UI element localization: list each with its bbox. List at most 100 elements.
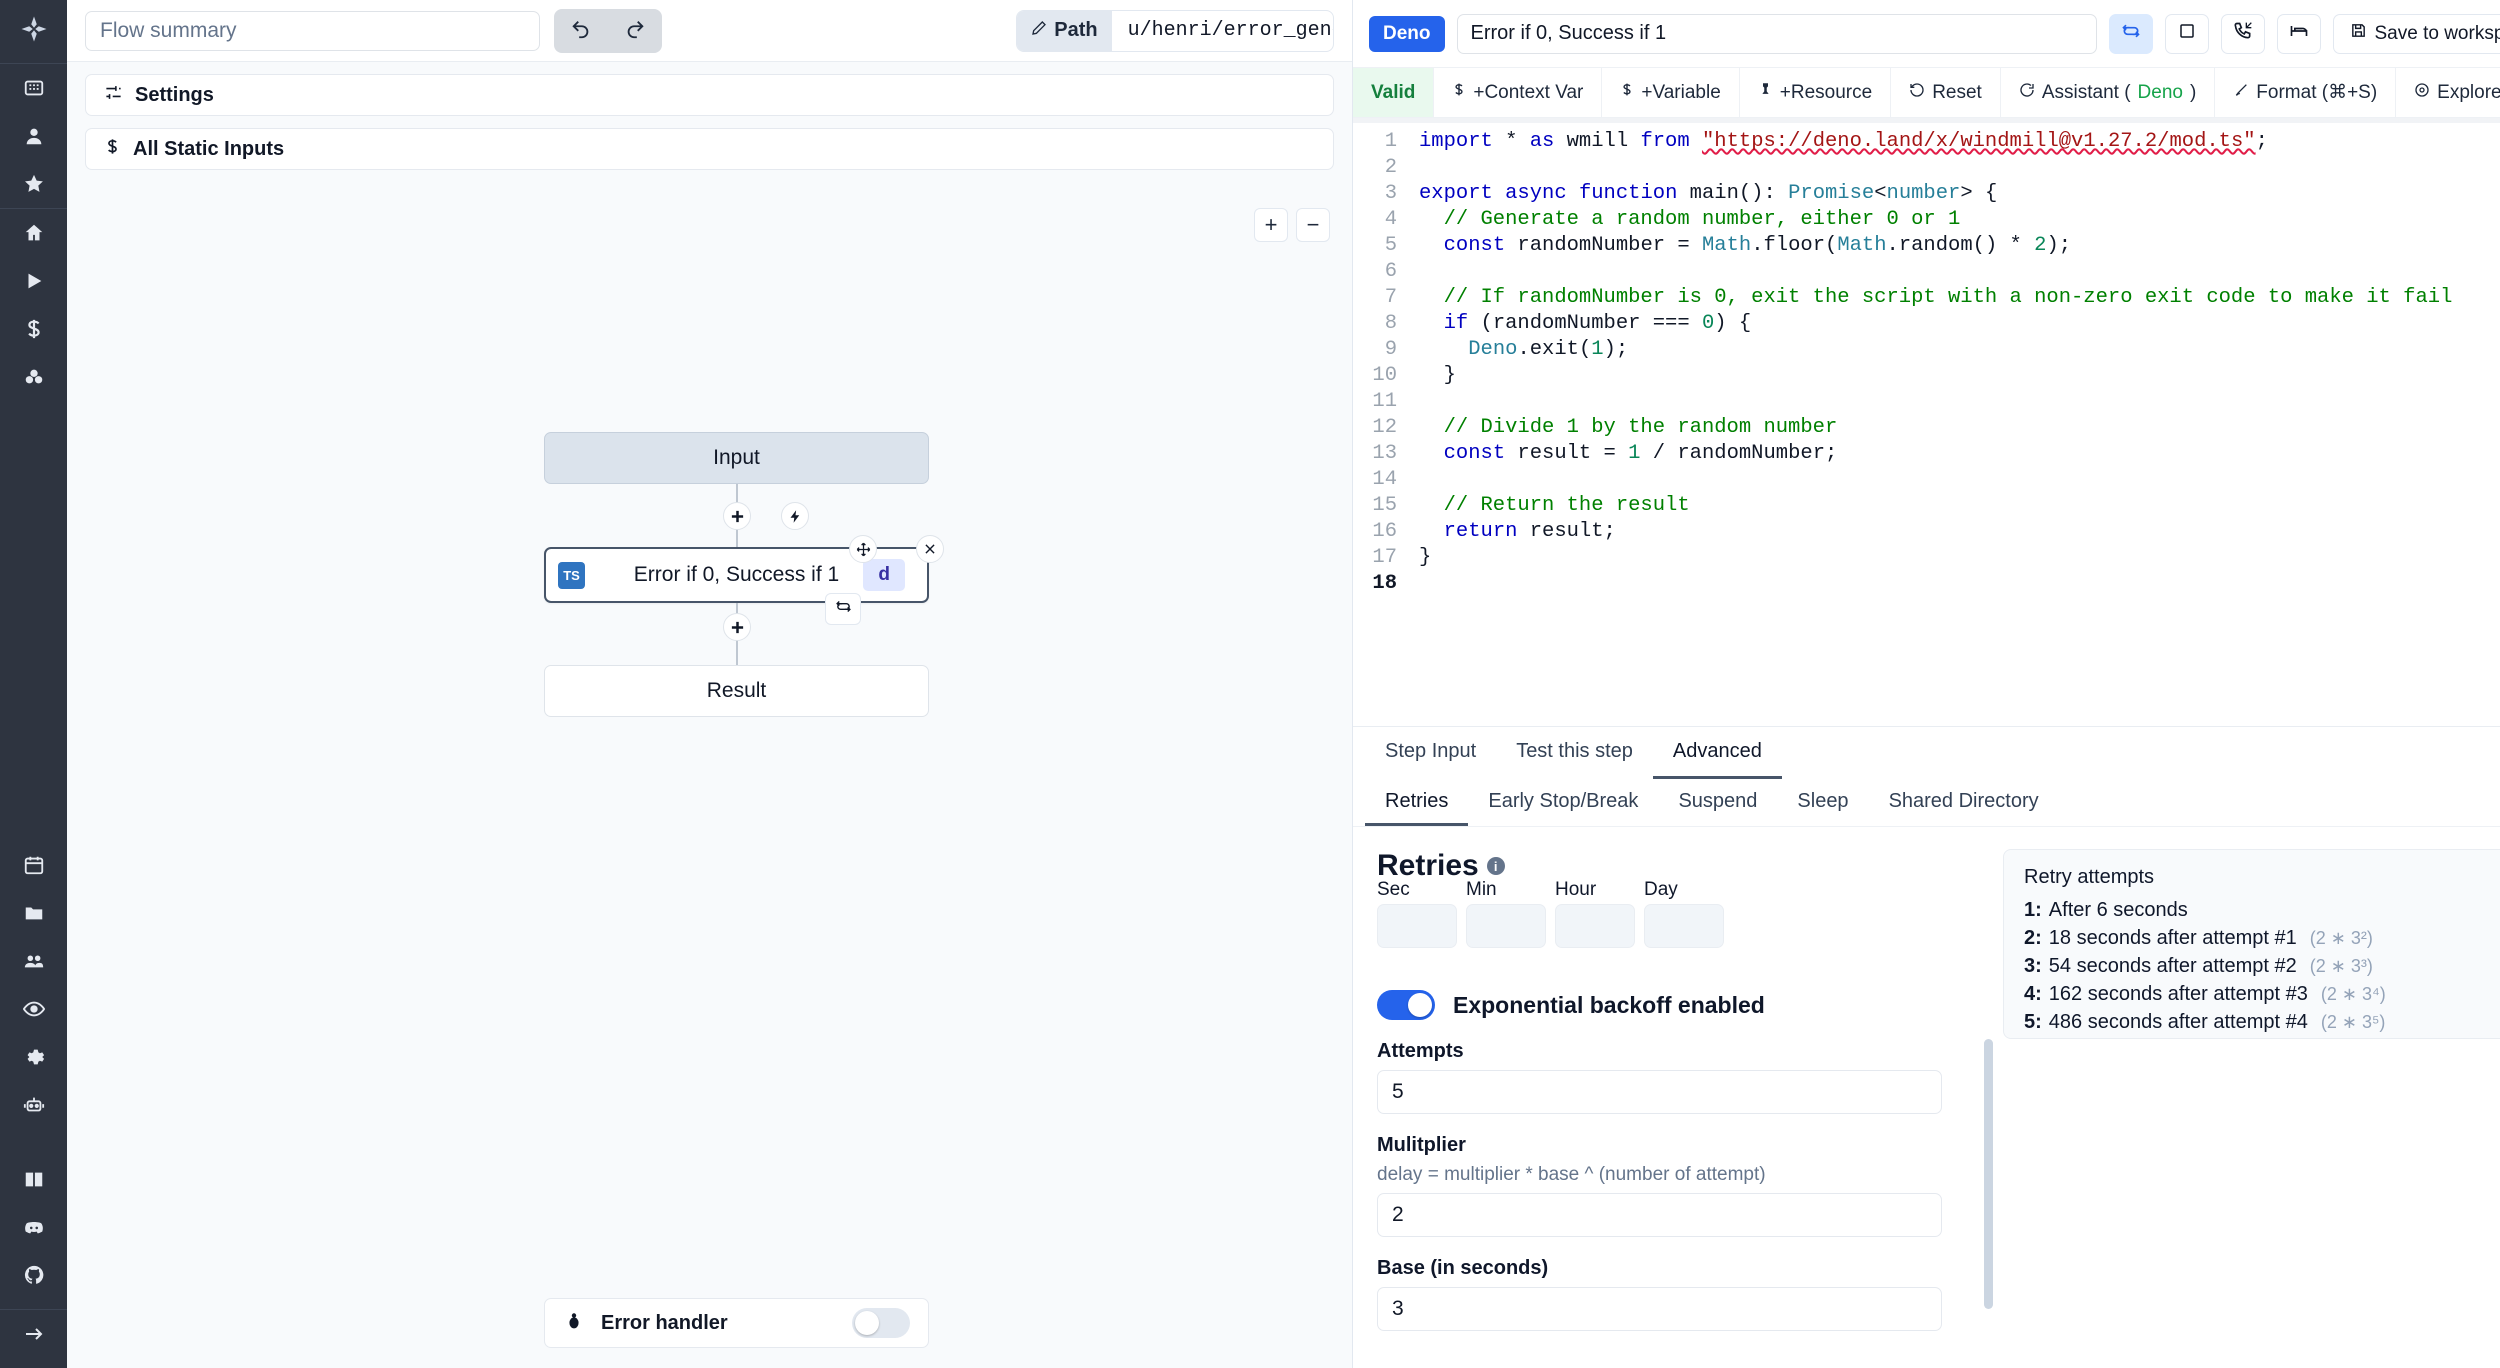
flow-summary-input[interactable] [85,10,541,51]
code-line[interactable]: // Generate a random number, either 0 or… [1419,208,1961,231]
tab-sleep[interactable]: Sleep [1797,789,1849,812]
retry-attempt-text: 162 seconds after attempt #3 [2048,983,2308,1005]
add-step-below-button[interactable] [723,613,751,641]
code-line[interactable] [1419,155,2500,181]
path-label-badge: Path [1017,10,1112,51]
step-retry-indicator-button[interactable] [825,593,861,625]
code-line[interactable]: import * as wmill from "https://deno.lan… [1419,130,2268,153]
schedules-calendar-icon [23,854,45,876]
windmill-logo-icon[interactable] [19,14,49,49]
code-line[interactable]: // If randomNumber is 0, exit the script… [1419,286,2453,309]
retry-settings-button[interactable] [2108,13,2153,54]
dollar-icon [104,137,121,162]
sidebar-item-schedules[interactable] [0,841,67,889]
path-field[interactable]: Path u/henri/error_generator [1016,9,1334,52]
code-line[interactable]: const result = 1 / randomNumber; [1443,442,1838,465]
sidebar-item-favorites[interactable] [0,160,67,208]
code-line[interactable]: // Divide 1 by the random number [1419,416,1838,439]
add-step-above-button[interactable] [723,502,751,530]
folders-icon [23,902,45,924]
code-line[interactable]: Deno.exit(1); [1468,338,1629,361]
line-number: 6 [1384,260,1397,283]
code-line[interactable]: // Return the result [1419,494,1690,517]
save-to-workspace-button[interactable]: Save to workspace [2332,13,2500,54]
code-line[interactable] [1419,259,2500,285]
unit-sec-input[interactable] [1377,904,1457,948]
settings-section-header[interactable]: Settings [85,74,1334,116]
assistant-button[interactable]: Assistant (Deno) [2001,68,2216,117]
all-static-inputs-header[interactable]: All Static Inputs [85,128,1334,170]
base-input[interactable] [1377,1287,1942,1331]
sidebar-item-discord[interactable] [0,1203,67,1251]
add-resource-button[interactable]: +Resource [1740,68,1892,117]
sidebar-item-folders[interactable] [0,889,67,937]
reset-button[interactable]: Reset [1891,68,2001,117]
add-trigger-bolt-button[interactable] [781,502,809,530]
exponential-backoff-toggle[interactable] [1377,990,1435,1020]
tab-test-this-step[interactable]: Test this step [1516,740,1633,762]
tab-shared-directory[interactable]: Shared Directory [1888,789,2039,812]
unit-day-input[interactable] [1644,904,1724,948]
sidebar-item-workspace[interactable] [0,64,67,112]
code-line[interactable] [1419,389,2500,415]
sleep-button[interactable] [2276,13,2321,54]
tab-early-stop-break[interactable]: Early Stop/Break [1488,789,1639,812]
redo-button[interactable] [608,9,662,53]
explore-other-scripts-button[interactable]: Explore other s [2396,68,2500,117]
sidebar-item-settings[interactable] [0,1033,67,1081]
unit-min-input[interactable] [1466,904,1546,948]
script-name-input[interactable] [1456,13,2097,54]
code-line[interactable]: export async function main(): Promise<nu… [1419,182,1998,205]
zoom-in-button[interactable]: + [1254,208,1288,242]
sidebar-item-user[interactable] [0,112,67,160]
flow-graph-canvas[interactable]: + − Input TS Error if 0, Success if 1 d [67,182,1352,1368]
home-icon [23,222,45,244]
tab-suspend[interactable]: Suspend [1678,789,1758,812]
code-content[interactable]: import * as wmill from "https://deno.lan… [1409,129,2500,597]
sidebar-item-docs[interactable] [0,1155,67,1203]
error-handler-bar[interactable]: Error handler [544,1298,929,1348]
sidebar-item-runs[interactable] [0,257,67,305]
tab-step-input[interactable]: Step Input [1385,740,1477,762]
add-context-var-button[interactable]: +Context Var [1434,68,1603,117]
flow-node-input[interactable]: Input [544,432,929,484]
zoom-out-button[interactable]: − [1296,208,1330,242]
code-line[interactable]: } [1419,364,1456,387]
multiplier-input[interactable] [1377,1193,1942,1237]
unit-hour-input[interactable] [1555,904,1635,948]
result-node-label: Result [706,679,767,702]
attempts-input[interactable] [1377,1070,1942,1114]
sidebar-item-audit-logs[interactable] [0,985,67,1033]
undo-button[interactable] [554,9,608,53]
delete-step-button[interactable] [916,535,944,563]
code-line[interactable] [1419,467,2500,493]
code-line[interactable]: return result; [1443,520,1616,543]
early-stop-button[interactable] [2164,13,2209,54]
suspend-button[interactable] [2220,13,2265,54]
sidebar-item-groups[interactable] [0,937,67,985]
sidebar-item-github[interactable] [0,1251,67,1299]
tab-retries[interactable]: Retries [1365,779,1469,826]
code-line[interactable]: if (randomNumber === 0) { [1443,312,1752,335]
add-variable-button[interactable]: +Variable [1602,68,1740,117]
code-line[interactable]: } [1419,546,1432,569]
sidebar-item-variables[interactable] [0,305,67,353]
code-line[interactable]: const randomNumber = Math.floor(Math.ran… [1443,234,2072,257]
retries-scrollbar-thumb[interactable] [1984,1039,1993,1309]
sidebar-item-resources[interactable] [0,353,67,401]
info-icon[interactable]: i [1486,857,1505,875]
base-label: Base (in seconds) [1377,1257,1549,1279]
format-button[interactable]: Format (⌘+S) [2215,68,2397,117]
add-context-var-label: +Context Var [1473,81,1584,103]
error-handler-toggle[interactable] [852,1308,910,1338]
tab-advanced[interactable]: Advanced [1652,727,1782,779]
sidebar-item-workers[interactable] [0,1081,67,1129]
flow-node-result[interactable]: Result [544,665,929,717]
sidebar-expand-button[interactable] [0,1310,67,1358]
code-line[interactable] [1419,571,2500,597]
discord-icon [23,1216,45,1238]
rail-divider [0,63,67,64]
sidebar-item-home[interactable] [0,209,67,257]
move-step-handle[interactable] [849,535,877,563]
